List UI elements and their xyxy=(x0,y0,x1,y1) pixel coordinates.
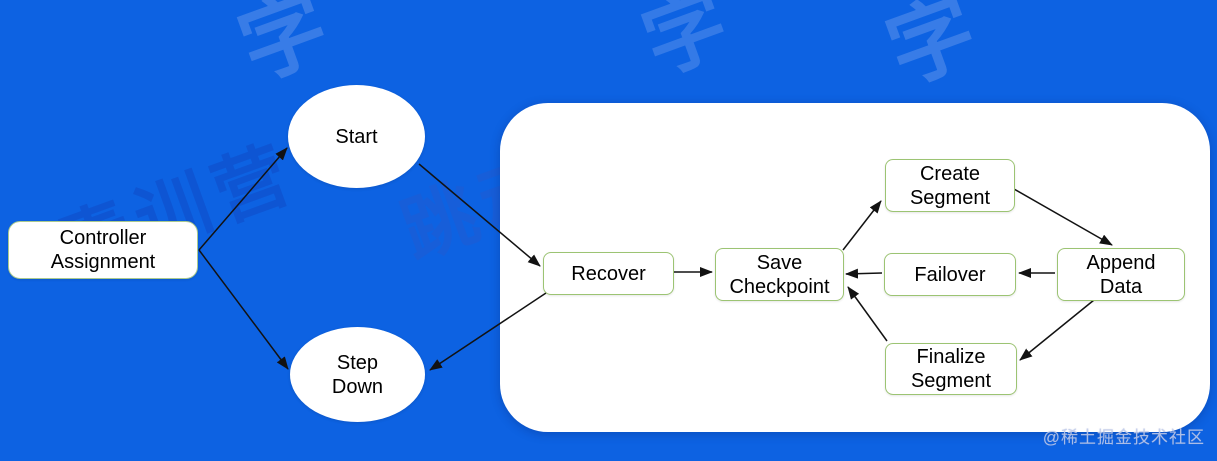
node-controller-assignment: Controller Assignment xyxy=(8,221,198,279)
node-finalize-segment: Finalize Segment xyxy=(885,343,1017,395)
edge-create_segment-to-append_data xyxy=(1013,188,1113,246)
edge-append_data-to-finalize_segment xyxy=(1019,299,1095,361)
node-step-down-label: Step Down xyxy=(331,351,384,398)
edge-controller_assignment-to-step_down xyxy=(198,249,289,370)
node-recover: Recover xyxy=(543,252,674,295)
node-finalize-segment-label: Finalize Segment xyxy=(910,346,992,392)
node-failover-label: Failover xyxy=(914,263,986,286)
node-recover-label: Recover xyxy=(571,262,646,285)
node-start: Start xyxy=(288,85,425,188)
edge-save_checkpoint-to-create_segment xyxy=(842,200,882,251)
edge-failover-to-save_checkpoint xyxy=(845,268,883,279)
node-append-data: Append Data xyxy=(1057,248,1185,301)
edge-start-to-recover xyxy=(418,163,541,267)
node-save-checkpoint: Save Checkpoint xyxy=(715,248,844,301)
edge-finalize_segment-to-save_checkpoint xyxy=(847,286,888,342)
edge-controller_assignment-to-start xyxy=(198,147,288,251)
node-save-checkpoint-label: Save Checkpoint xyxy=(729,251,830,298)
node-create-segment: Create Segment xyxy=(885,159,1015,212)
node-failover: Failover xyxy=(884,253,1016,296)
node-controller-assignment-label: Controller Assignment xyxy=(50,227,156,273)
edge-recover-to-step_down xyxy=(429,292,547,371)
node-start-label: Start xyxy=(335,125,378,148)
node-step-down: Step Down xyxy=(290,327,425,422)
node-create-segment-label: Create Segment xyxy=(909,162,991,209)
node-append-data-label: Append Data xyxy=(1086,251,1156,298)
